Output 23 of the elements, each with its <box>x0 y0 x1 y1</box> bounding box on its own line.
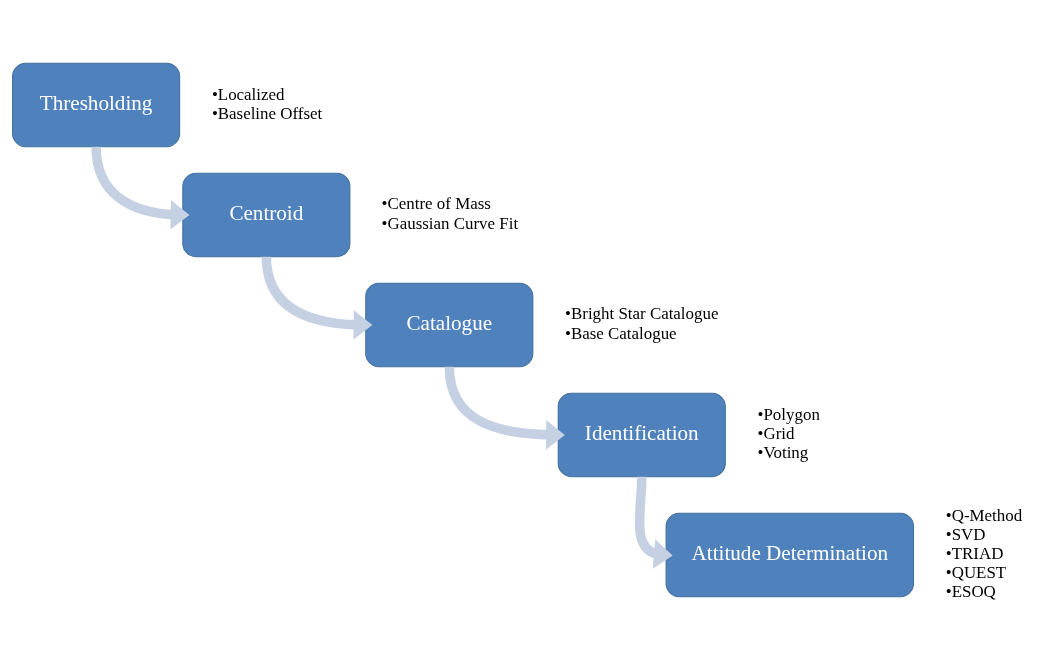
node-label: •Localized <box>211 84 285 103</box>
node-box: Catalogue <box>365 282 534 367</box>
arrow <box>261 255 373 340</box>
node-label: •Voting <box>757 442 809 462</box>
node-label: •Bright Star Catalogue <box>565 303 719 323</box>
node-label: •Gaussian Curve Fit <box>381 213 519 233</box>
arrow <box>91 145 190 230</box>
node-label: •TRIAD <box>945 543 1004 563</box>
node-box: Centroid <box>182 172 351 257</box>
node-box: Attitude Determination <box>665 512 915 597</box>
node-label: •Grid <box>757 423 795 443</box>
node-label: •ESOQ <box>945 581 996 601</box>
node-label: •QUEST <box>945 562 1007 582</box>
arrow <box>444 365 565 450</box>
node-label: •Q-Method <box>945 505 1023 525</box>
node-label: •Baseline Offset <box>211 103 323 123</box>
node-label: •Centre of Mass <box>381 193 491 213</box>
node-label: •SVD <box>945 524 986 544</box>
node-box: Thresholding <box>12 62 181 147</box>
arrow <box>634 476 673 569</box>
node-label: •Polygon <box>757 404 820 424</box>
node-label: •Base Catalogue <box>565 322 677 342</box>
node-box: Identification <box>557 392 726 477</box>
